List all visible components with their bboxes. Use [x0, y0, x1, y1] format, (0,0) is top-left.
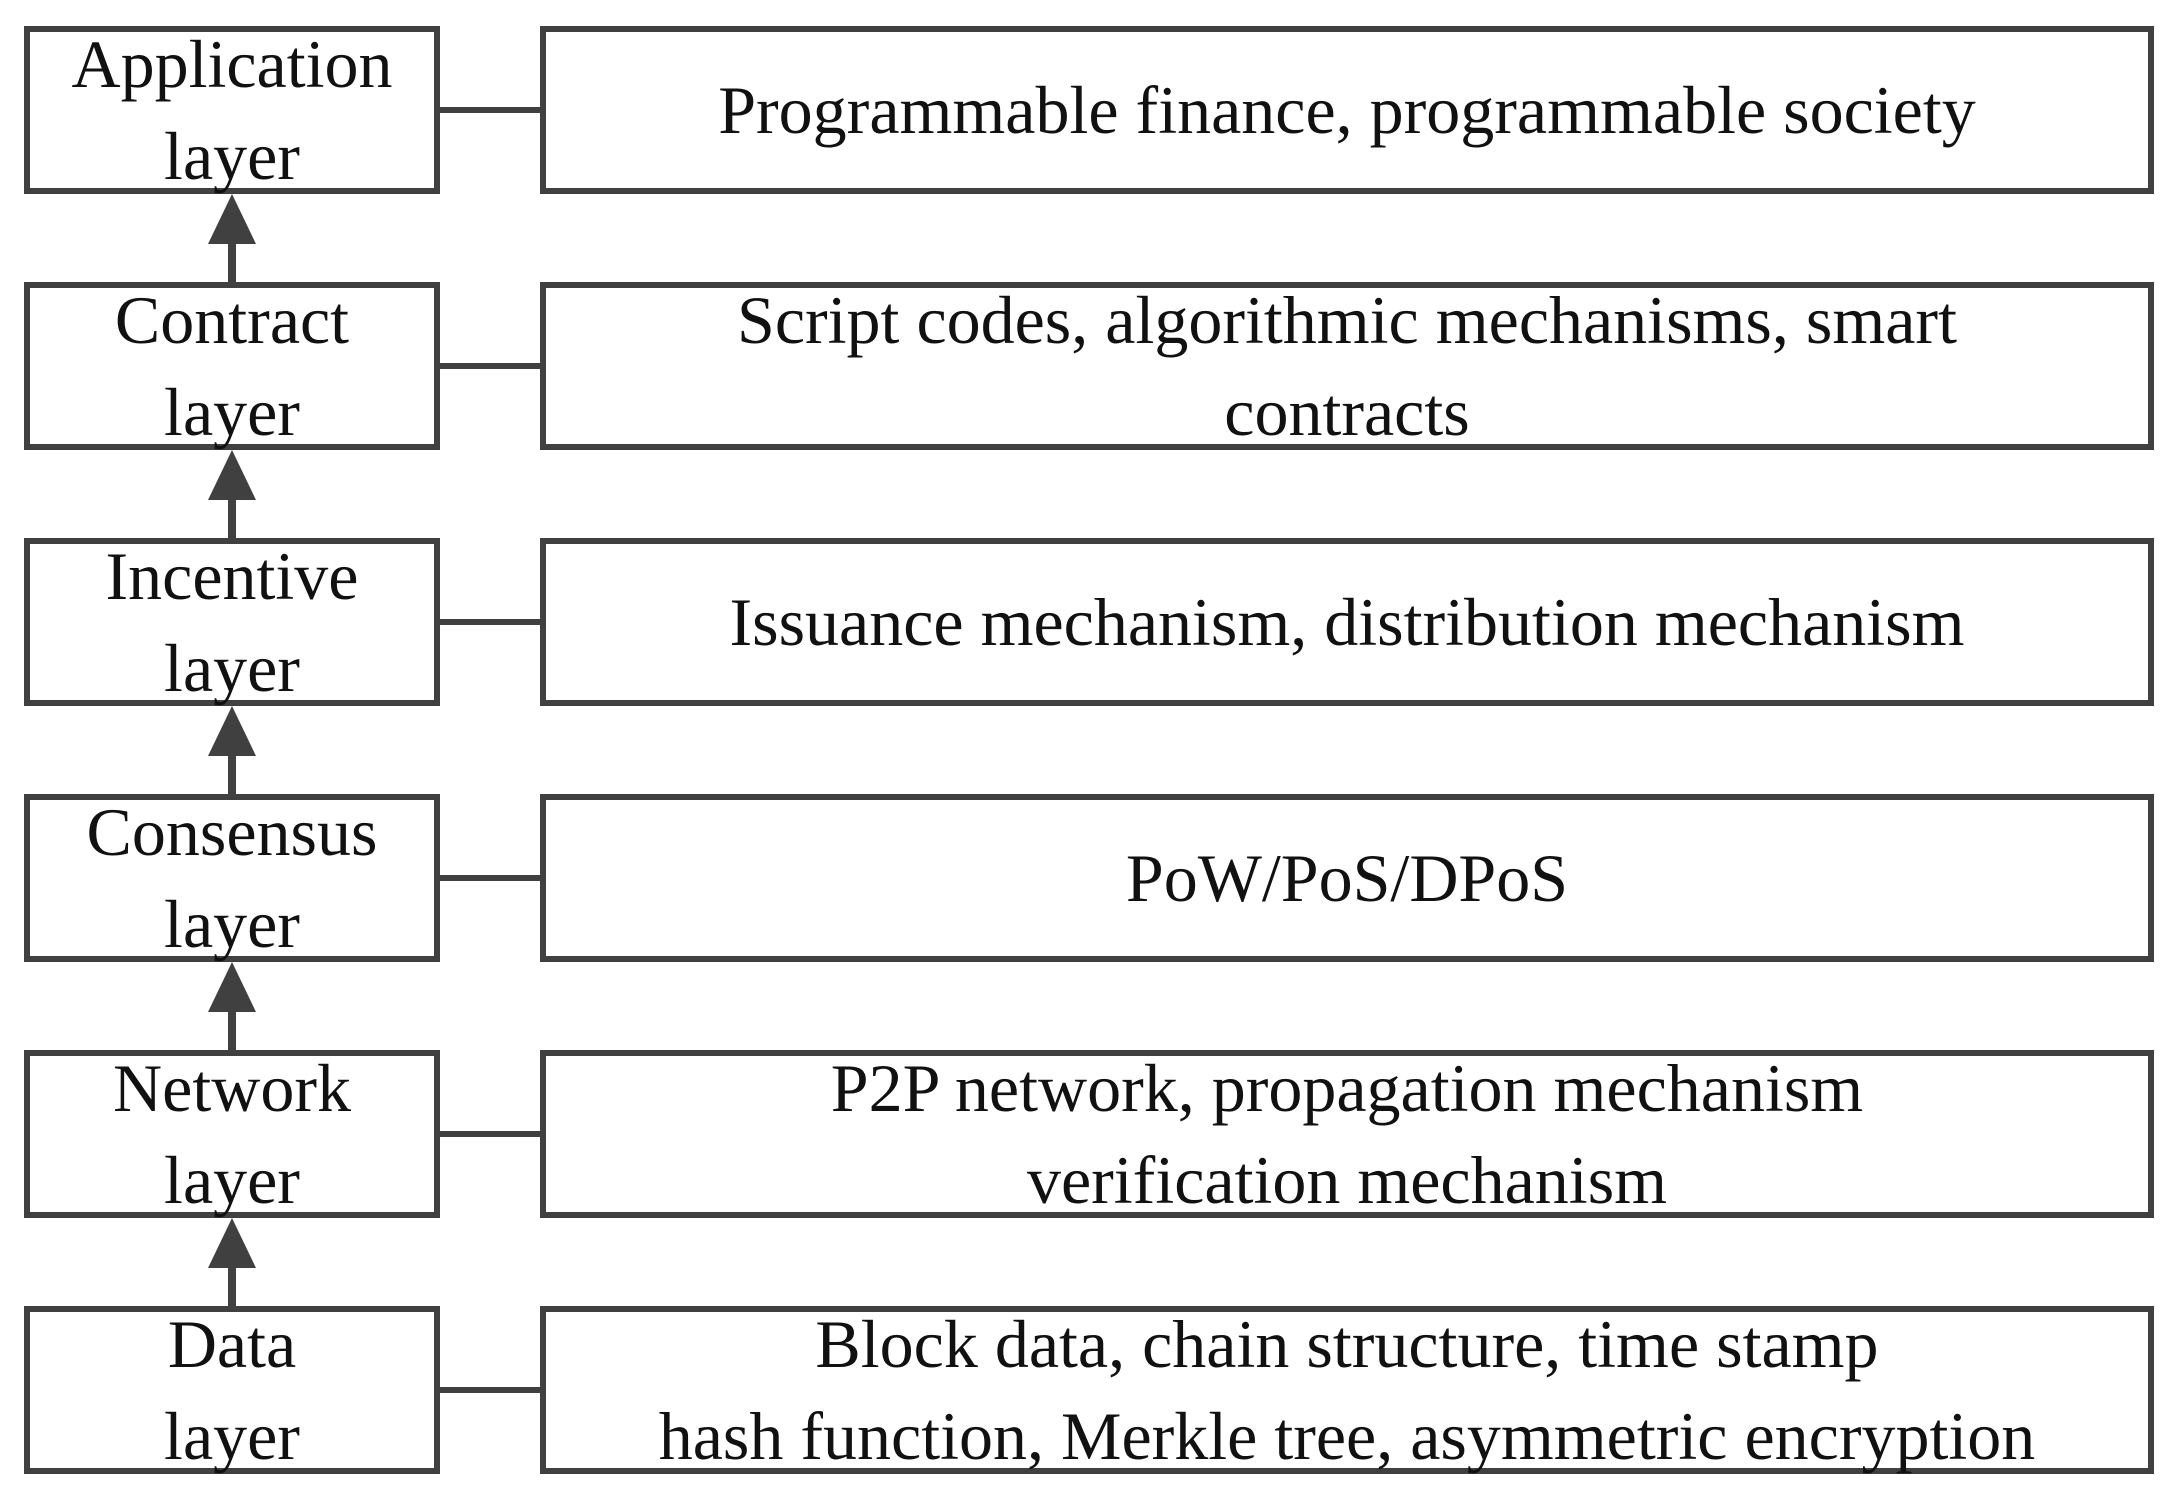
- application-layer-description-box: Programmable finance, programmable socie…: [540, 26, 2154, 194]
- application-layer-description: Programmable finance, programmable socie…: [718, 72, 1976, 148]
- contract-layer-box: Contract layer: [24, 282, 440, 450]
- network-layer-label: Network layer: [113, 1050, 351, 1218]
- consensus-layer-description: PoW/PoS/DPoS: [1125, 840, 1569, 916]
- arrow-incentive-to-contract: [208, 450, 256, 538]
- incentive-layer-label: Incentive layer: [105, 538, 359, 706]
- incentive-layer-description-box: Issuance mechanism, distribution mechani…: [540, 538, 2154, 706]
- application-layer-label: Application layer: [71, 26, 393, 194]
- contract-layer-description-box: Script codes, algorithmic mechanisms, sm…: [540, 282, 2154, 450]
- data-layer-box: Data layer: [24, 1306, 440, 1474]
- incentive-layer-box: Incentive layer: [24, 538, 440, 706]
- consensus-layer-description-box: PoW/PoS/DPoS: [540, 794, 2154, 962]
- network-layer-box: Network layer: [24, 1050, 440, 1218]
- data-layer-description: Block data, chain structure, time stamp …: [658, 1306, 2036, 1474]
- contract-layer-label: Contract layer: [114, 282, 350, 450]
- data-layer-label: Data layer: [164, 1306, 300, 1474]
- data-layer-description-box: Block data, chain structure, time stamp …: [540, 1306, 2154, 1474]
- network-layer-description-box: P2P network, propagation mechanism verif…: [540, 1050, 2154, 1218]
- arrow-contract-to-application: [208, 194, 256, 282]
- consensus-layer-box: Consensus layer: [24, 794, 440, 962]
- arrow-network-to-consensus: [208, 962, 256, 1050]
- consensus-layer-label: Consensus layer: [86, 794, 378, 962]
- contract-layer-description: Script codes, algorithmic mechanisms, sm…: [737, 282, 1957, 450]
- network-layer-description: P2P network, propagation mechanism verif…: [830, 1050, 1864, 1218]
- application-layer-box: Application layer: [24, 26, 440, 194]
- arrow-consensus-to-incentive: [208, 706, 256, 794]
- arrow-data-to-network: [208, 1218, 256, 1306]
- incentive-layer-description: Issuance mechanism, distribution mechani…: [729, 584, 1965, 660]
